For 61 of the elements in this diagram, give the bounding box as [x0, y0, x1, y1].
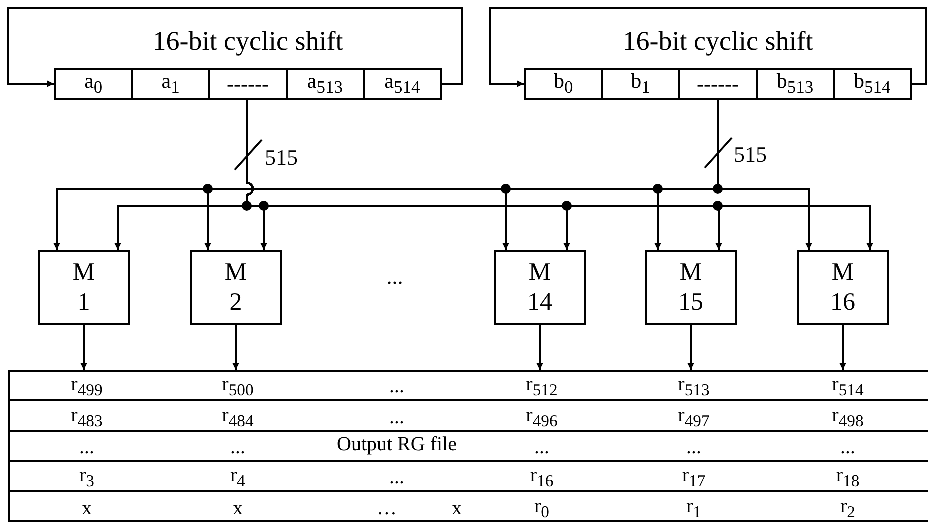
table-cell: r$_{483}$: [71, 404, 103, 431]
multiplier-box: M 15: [645, 250, 737, 325]
register-file-table: [8, 370, 928, 522]
register-cell: a$_{1}$: [131, 70, 208, 98]
table-cell: r$_{2}$: [840, 495, 856, 522]
table-cell: ...: [840, 436, 856, 460]
table-cell: r$_{497}$: [678, 404, 710, 431]
loop-arrow: [489, 7, 927, 88]
table-cell: r$_{18}$: [836, 464, 860, 492]
table-cell: r$_{499}$: [71, 374, 103, 400]
bus-width-label: 515: [734, 142, 767, 168]
table-cell: r$_{512}$: [526, 374, 558, 400]
multiplier-box: M 16: [797, 250, 889, 325]
register-cell: ------: [208, 70, 286, 98]
table-cell: r$_{513}$: [678, 374, 710, 400]
register-cell: b$_{514}$: [832, 70, 910, 98]
register-cell: a$_{514}$: [362, 70, 440, 98]
table-cell: r$_{500}$: [222, 374, 254, 400]
table-cell: r$_{1}$: [686, 495, 702, 522]
table-cell: r$_{0}$: [534, 495, 550, 522]
ellipsis: ...: [386, 264, 404, 290]
table-cell: ...: [686, 436, 702, 460]
table-cell: r$_{4}$: [230, 464, 246, 492]
table-cell: ...: [80, 436, 94, 460]
arrow: [688, 325, 694, 370]
shift-register: [54, 68, 442, 100]
register-cell: b$_{0}$: [526, 70, 602, 98]
edge-label: 16-bit cyclic shift: [622, 26, 814, 57]
table-cell: x: [82, 497, 92, 520]
table-cell: ...: [390, 376, 404, 398]
multiplier-box: M 1: [38, 250, 130, 325]
table-cell: …: [377, 497, 397, 520]
register-cell: a$_{0}$: [56, 70, 132, 98]
edge-label: 16-bit cyclic shift: [152, 26, 344, 57]
table-cell: r$_{17}$: [682, 464, 706, 492]
multiplier-box: M 2: [190, 250, 282, 325]
table-title: Output RG file: [337, 434, 457, 456]
table-cell: ...: [230, 436, 246, 460]
arrow: [80, 325, 88, 370]
arrow: [840, 325, 846, 370]
bus-width-label: 515: [265, 145, 298, 171]
register-cell: b$_{513}$: [756, 70, 833, 98]
table-cell: ...: [390, 466, 404, 490]
table-cell: r$_{16}$: [530, 464, 554, 492]
table-cell: r$_{3}$: [80, 464, 94, 492]
table-cell: r$_{484}$: [222, 404, 254, 431]
table-cell: x: [452, 497, 462, 520]
shift-register: [524, 68, 912, 100]
arrow: [232, 325, 240, 370]
loop-arrow: [7, 7, 463, 88]
register-cell: ------: [678, 70, 756, 98]
table-cell: r$_{498}$: [832, 404, 864, 431]
register-cell: b$_{1}$: [601, 70, 678, 98]
table-cell: r$_{496}$: [526, 404, 558, 431]
table-cell: ...: [390, 406, 404, 429]
arrow: [536, 325, 544, 370]
table-cell: x: [233, 497, 243, 520]
multiplier-box: M 14: [494, 250, 586, 325]
table-cell: ...: [534, 436, 550, 460]
table-cell: r$_{514}$: [832, 374, 864, 400]
register-cell: a$_{513}$: [286, 70, 363, 98]
